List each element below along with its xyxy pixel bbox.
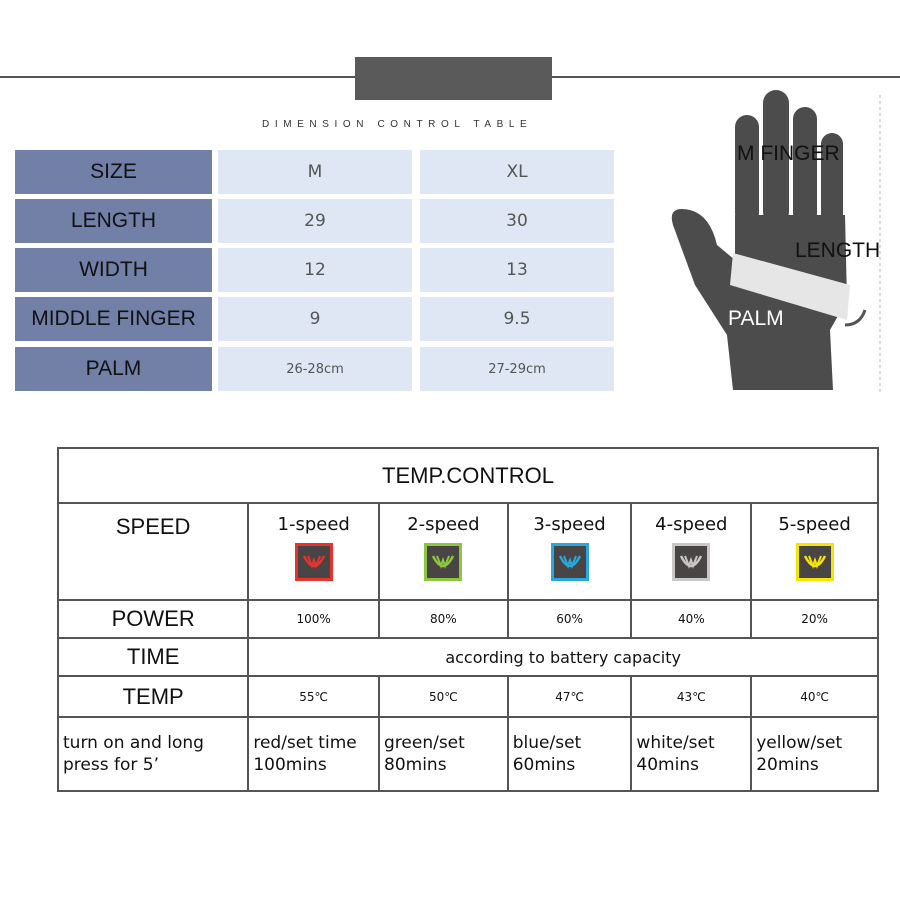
- speed-cell: 5-speed: [750, 502, 879, 601]
- power-value: 100%: [247, 599, 380, 639]
- mode-description: white/set 40mins: [630, 716, 753, 792]
- heat-level-icon: [672, 543, 711, 581]
- dim-row-label: WIDTH: [15, 248, 212, 292]
- dim-value-m: 26-28cm: [218, 347, 412, 391]
- m-finger-label: M FINGER: [737, 142, 840, 165]
- heat-level-icon: [294, 543, 333, 581]
- mode-description: green/set 80mins: [378, 716, 509, 792]
- palm-label: PALM: [728, 307, 784, 330]
- header-bar: [355, 57, 552, 100]
- temp-value: 55℃: [247, 675, 380, 718]
- speed-name: 4-speed: [655, 514, 728, 535]
- speed-cell: 2-speed: [378, 502, 509, 601]
- temp-value: 50℃: [378, 675, 509, 718]
- speed-name: 5-speed: [778, 514, 851, 535]
- temp-value: 47℃: [506, 675, 633, 718]
- hand-measure-illustration: M FINGER LENGTH PALM: [671, 90, 881, 395]
- heat-level-icon: [795, 543, 834, 581]
- power-value: 60%: [506, 599, 633, 639]
- dim-value-m: 12: [218, 248, 412, 292]
- dim-row-label: PALM: [15, 347, 212, 391]
- dim-value-xl: 13: [420, 248, 614, 292]
- speed-name: 3-speed: [533, 514, 606, 535]
- length-label: LENGTH: [795, 239, 880, 262]
- temp-label: TEMP: [56, 675, 250, 718]
- power-value: 80%: [378, 599, 509, 639]
- power-label: POWER: [56, 599, 250, 639]
- dim-value-m: 9: [218, 297, 412, 341]
- speed-name: 1-speed: [277, 514, 350, 535]
- temp-control-table: TEMP.CONTROL SPEED 1-speed 2-speed 3-speed 4…: [56, 447, 879, 792]
- temp-control-title: TEMP.CONTROL: [57, 447, 879, 504]
- time-value: according to battery capacity: [247, 637, 879, 677]
- time-label: TIME: [56, 637, 250, 677]
- mode-description: blue/set 60mins: [506, 716, 633, 792]
- note-label: turn on and long press for 5’: [56, 716, 250, 792]
- power-value: 20%: [750, 599, 879, 639]
- dim-value-xl: XL: [420, 150, 614, 194]
- dim-value-m: 29: [218, 199, 412, 243]
- dim-row-label: SIZE: [15, 150, 212, 194]
- power-value: 40%: [630, 599, 753, 639]
- speed-name: 2-speed: [407, 514, 480, 535]
- dimension-table-title: DIMENSION CONTROL TABLE: [262, 119, 533, 130]
- dim-value-m: M: [218, 150, 412, 194]
- speed-cell: 1-speed: [247, 502, 380, 601]
- dim-row-label: MIDDLE FINGER: [15, 297, 212, 341]
- temp-value: 40℃: [750, 675, 879, 718]
- speed-cell: 3-speed: [506, 502, 633, 601]
- mode-description: red/set time 100mins: [247, 716, 380, 792]
- hand-icon: [671, 90, 847, 390]
- dim-value-xl: 30: [420, 199, 614, 243]
- dim-value-xl: 9.5: [420, 297, 614, 341]
- speed-label: SPEED: [56, 502, 250, 601]
- speed-cell: 4-speed: [630, 502, 753, 601]
- heat-level-icon: [550, 543, 589, 581]
- dim-row-label: LENGTH: [15, 199, 212, 243]
- mode-description: yellow/set 20mins: [750, 716, 879, 792]
- dim-value-xl: 27-29cm: [420, 347, 614, 391]
- temp-value: 43℃: [630, 675, 753, 718]
- heat-level-icon: [424, 543, 463, 581]
